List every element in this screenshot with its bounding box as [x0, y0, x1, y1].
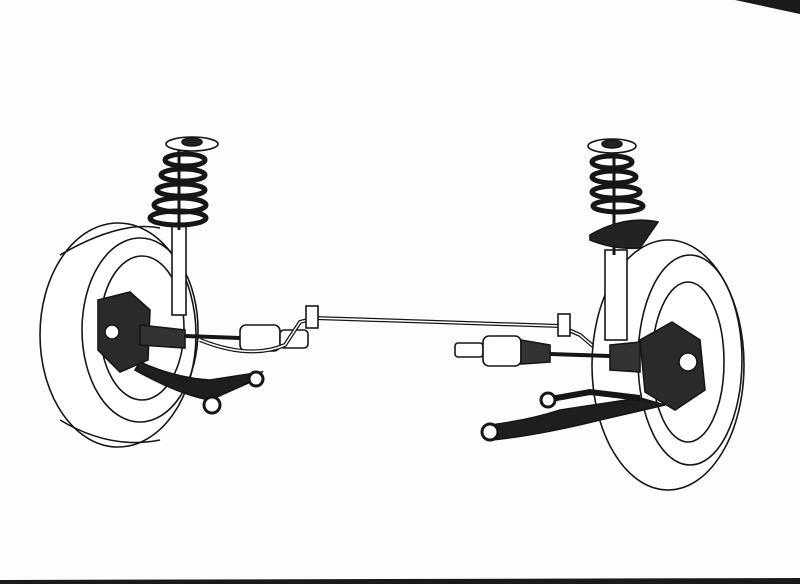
left-control-arm: [133, 360, 265, 415]
right-control-arm: [480, 388, 666, 442]
left-hub: [97, 291, 151, 373]
stabilizer-bar: [199, 305, 602, 354]
right-hub: [639, 321, 706, 411]
right-strut: [587, 138, 660, 341]
left-spring: [147, 151, 209, 228]
right-spring: [589, 153, 646, 215]
right-driveshaft: [454, 335, 641, 373]
